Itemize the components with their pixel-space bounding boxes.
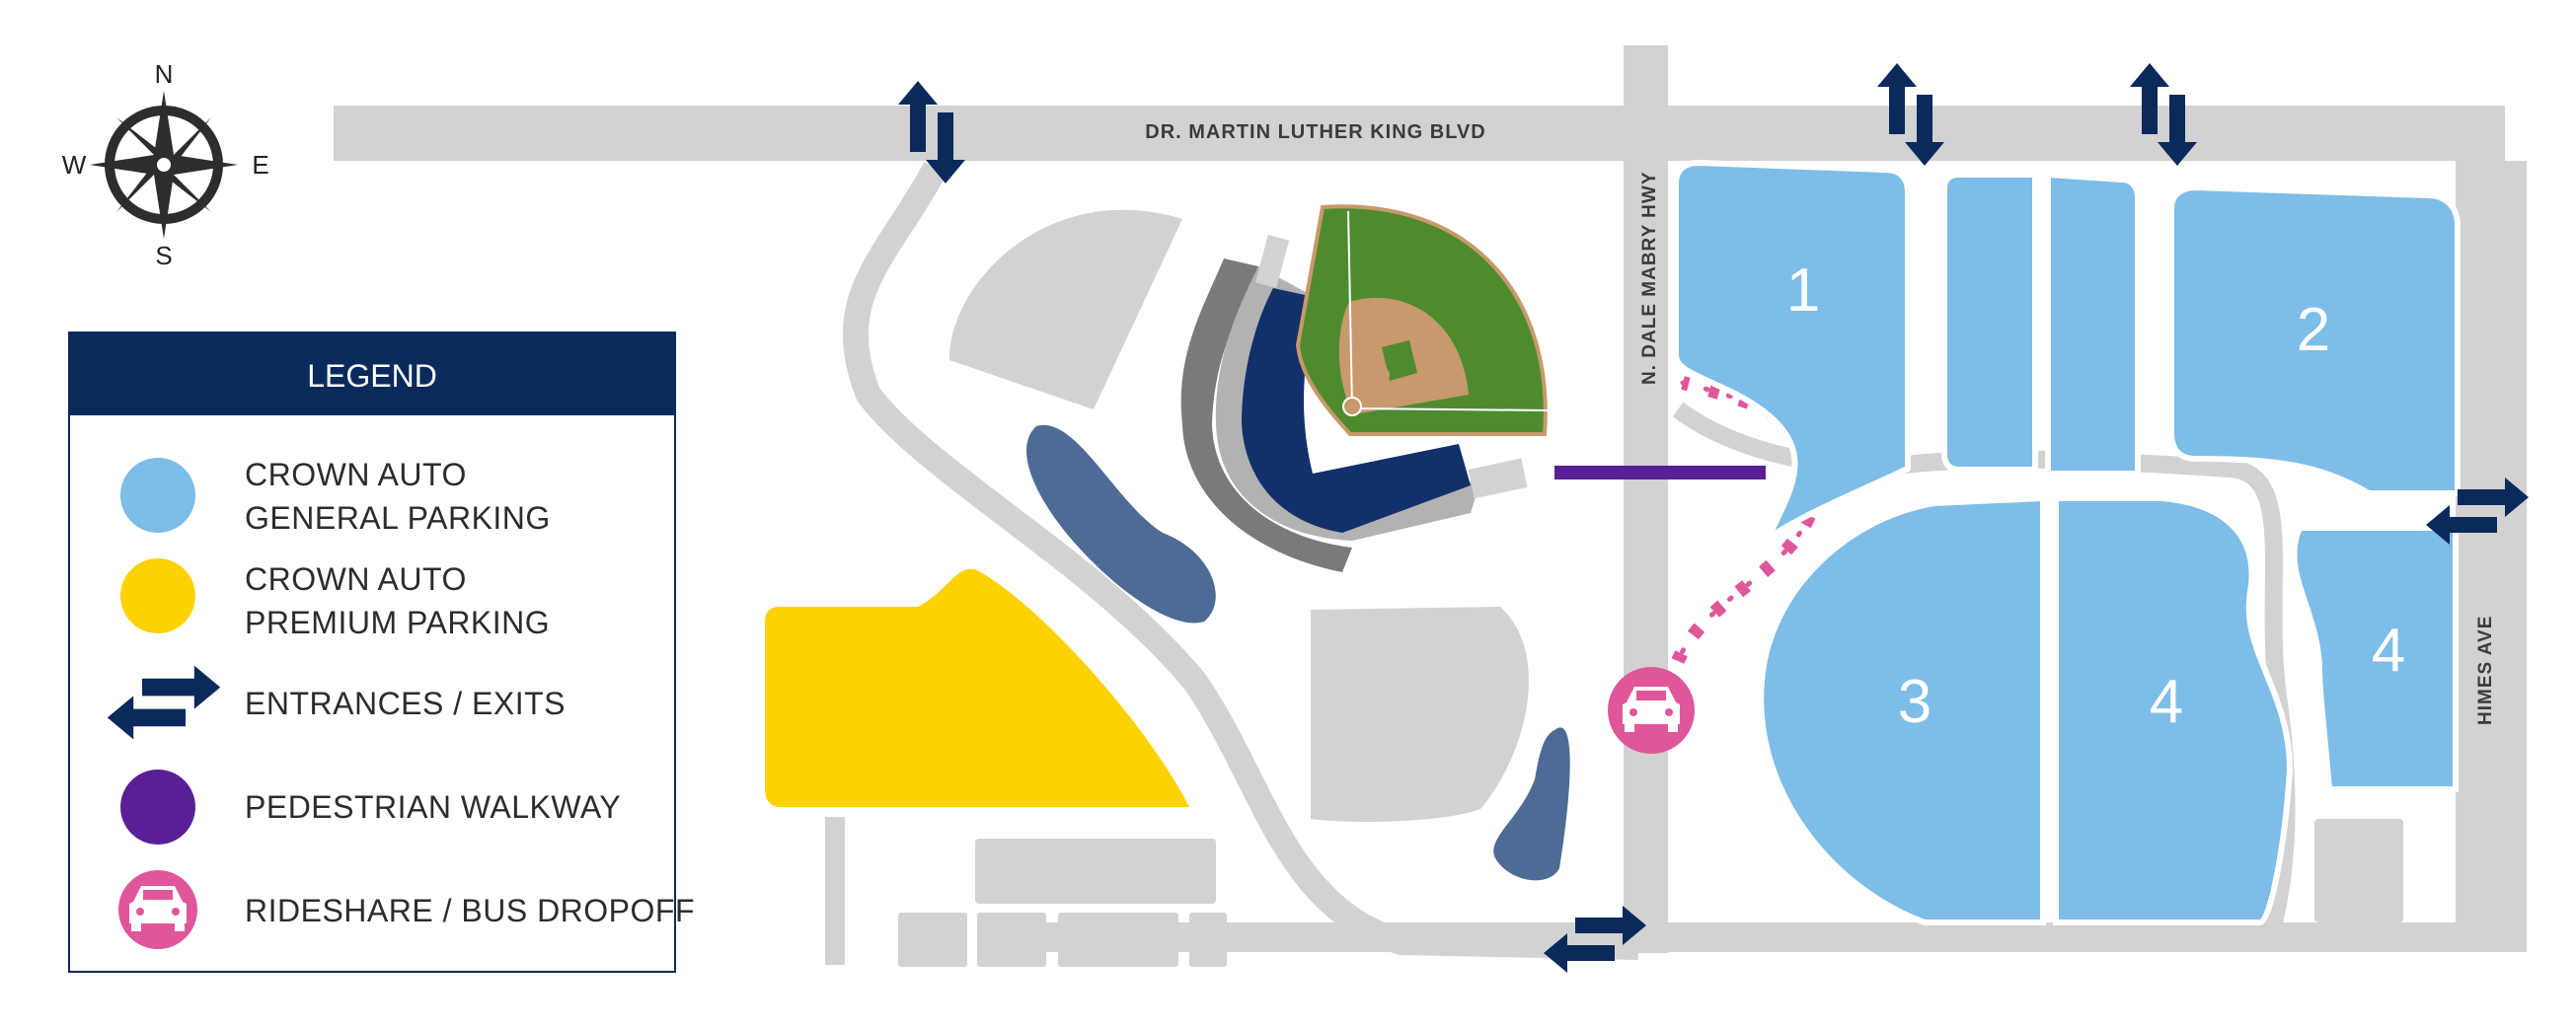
pitchers-mound: [1374, 367, 1390, 383]
west-access-road: [842, 161, 1639, 960]
pedestrian-walkway: [1554, 466, 1766, 479]
lot-2-label: 2: [2297, 296, 2330, 364]
building-5: [1189, 913, 1227, 967]
lot-2: [2168, 184, 2461, 496]
compass-west: W: [62, 150, 87, 180]
car-icon: [129, 886, 187, 931]
mlk-blvd-label: DR. MARTIN LUTHER KING BLVD: [1145, 121, 1486, 143]
legend-item-premium-parking: CROWN AUTO PREMIUM PARKING: [120, 558, 550, 640]
compass-rose: N S E W: [62, 59, 269, 270]
foul-line-left: [1347, 210, 1353, 409]
compass-north: N: [155, 59, 174, 89]
legend-item-label: PEDESTRIAN WALKWAY: [245, 789, 621, 825]
legend-item-label: GENERAL PARKING: [245, 500, 551, 536]
walkway-swatch: [120, 770, 195, 845]
stadium: [1180, 204, 1549, 572]
building-1: [975, 839, 1216, 904]
legend-header: [69, 332, 675, 415]
building-3: [977, 913, 1046, 967]
lot-3: [1758, 494, 2046, 925]
premium-parking-swatch: [120, 558, 195, 633]
dale-mabry-road: [1624, 45, 1668, 953]
legend-title: LEGEND: [307, 358, 437, 394]
rideshare-dropoff-marker[interactable]: [1608, 667, 1695, 754]
legend-item-label: ENTRANCES / EXITS: [245, 686, 566, 721]
lot-4-east-label: 4: [2372, 617, 2405, 685]
service-road-west: [825, 817, 845, 965]
compass-center: [153, 154, 175, 176]
lot-1: [1673, 159, 1911, 546]
stadium-outer-concourse: [1180, 258, 1352, 572]
scoreboard: [1254, 235, 1290, 288]
legend-box: [68, 331, 676, 973]
lot-1b-west: [1941, 172, 2038, 473]
legend-item-entrances: ENTRANCES / EXITS: [107, 665, 566, 740]
compass-east: E: [252, 150, 268, 180]
legend: LEGEND CROWN AUTO GENERAL PARKING CROWN …: [68, 331, 695, 973]
lot-3-label: 3: [1898, 668, 1932, 736]
himes-ave-label: HIMES AVE: [2475, 616, 2496, 725]
pond-east: [1493, 727, 1570, 881]
legend-item-label: RIDESHARE / BUS DROPOFF: [245, 893, 695, 928]
infield-grass: [1382, 340, 1417, 381]
compass-south: S: [155, 241, 172, 270]
practice-field-south: [1311, 607, 1529, 822]
practice-field-north: [948, 209, 1182, 409]
bullpen-east: [1468, 458, 1528, 499]
general-parking-swatch: [120, 458, 195, 533]
lot-1b-east: [2045, 171, 2141, 477]
car-icon: [1623, 687, 1680, 732]
double-arrow-icon: [107, 665, 221, 740]
grey-facilities: [898, 209, 2403, 967]
lot-1-label: 1: [1786, 257, 1820, 325]
dale-mabry-label: N. DALE MABRY HWY: [1639, 172, 1660, 386]
lot-4-east: [2291, 525, 2459, 792]
lot-4-label: 4: [2150, 668, 2183, 736]
legend-item-rideshare: RIDESHARE / BUS DROPOFF: [118, 870, 695, 949]
building-4: [1058, 913, 1178, 967]
general-parking: 1 2 3 4 4: [1673, 159, 2461, 925]
lot-4-center: [2053, 495, 2294, 925]
legend-item-label: PREMIUM PARKING: [245, 605, 550, 640]
legend-item-label: CROWN AUTO: [245, 457, 467, 492]
building-6: [2314, 819, 2403, 922]
legend-item-general-parking: CROWN AUTO GENERAL PARKING: [120, 457, 551, 536]
himes-ave-road: [2456, 161, 2527, 950]
pond-west: [1026, 424, 1216, 624]
legend-item-walkway: PEDESTRIAN WALKWAY: [120, 770, 621, 845]
home-plate: [1342, 397, 1362, 416]
building-2: [898, 913, 967, 967]
legend-item-label: CROWN AUTO: [245, 561, 467, 597]
foul-line-right: [1351, 407, 1549, 411]
premium-parking-lot: [765, 568, 1189, 807]
